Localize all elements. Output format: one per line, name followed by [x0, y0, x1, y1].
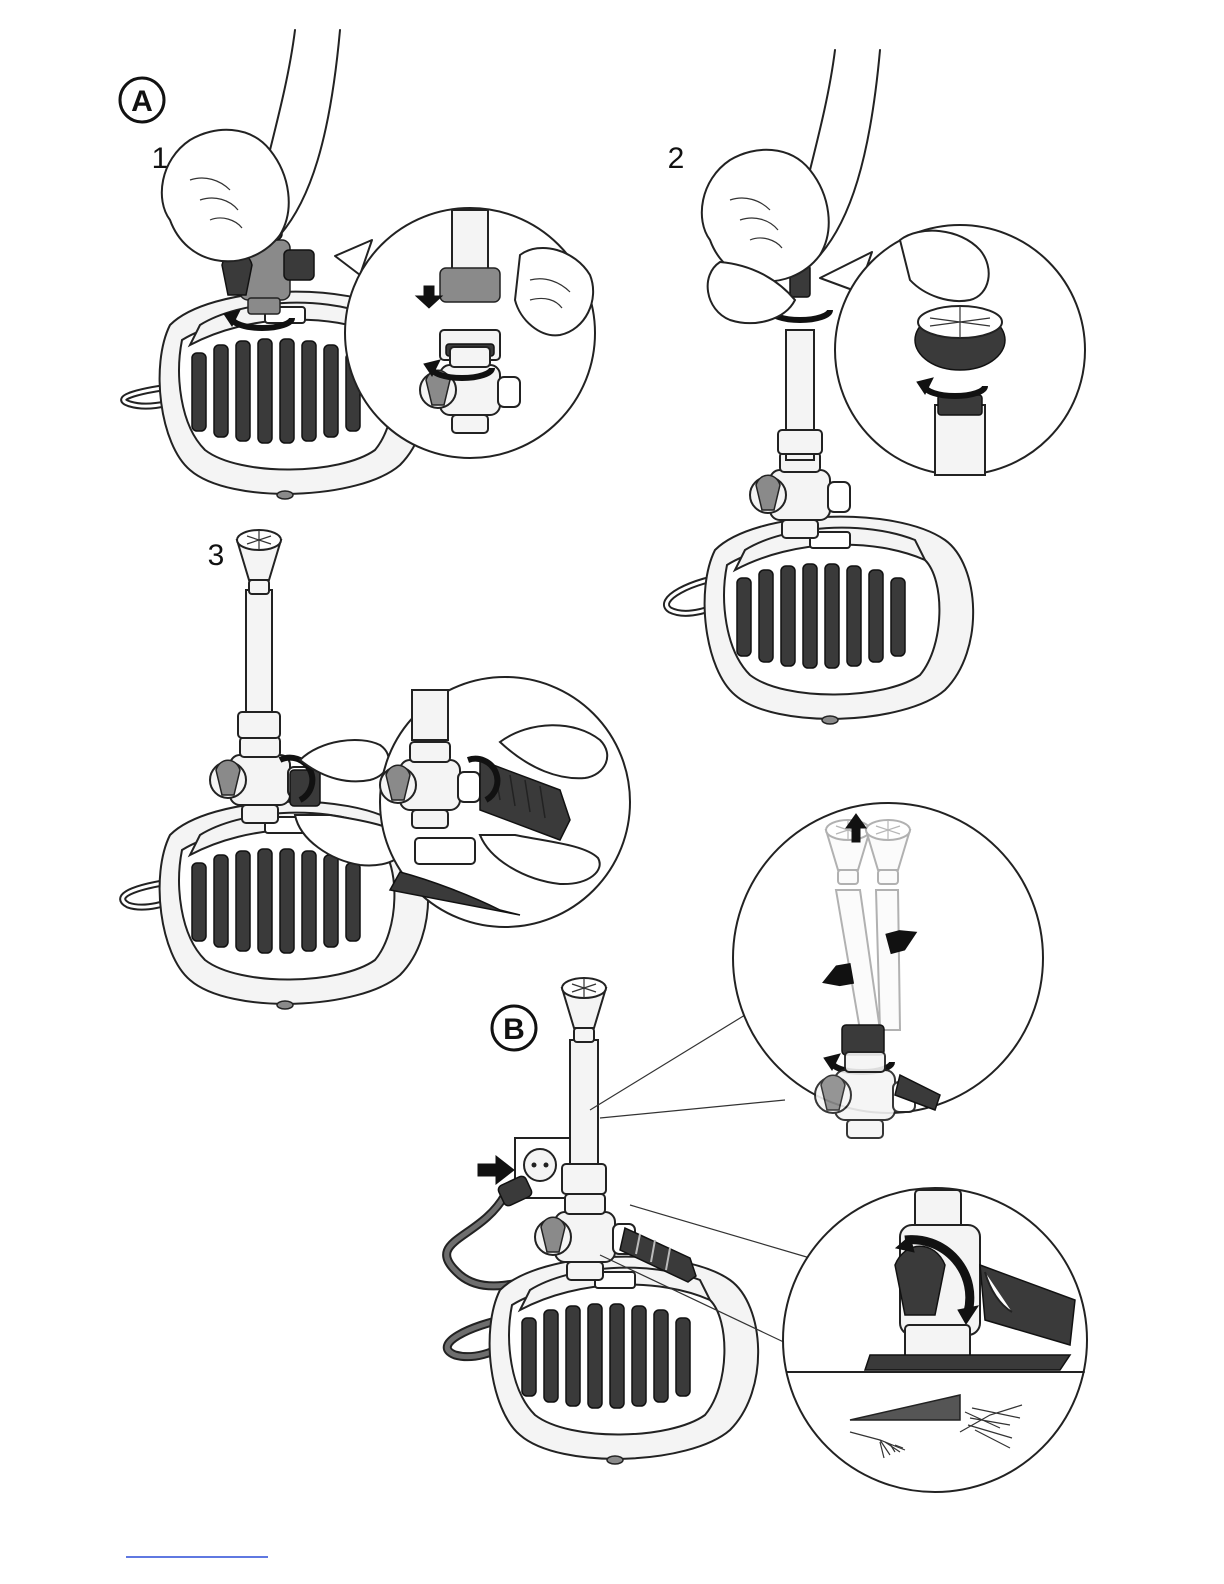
spray-nozzle-icon: [237, 530, 281, 594]
step-1: 1: [124, 30, 595, 499]
step-2: 2: [666, 50, 1085, 724]
section-b-label: B: [503, 1013, 525, 1046]
section-a-label: A: [131, 85, 153, 118]
hand-icon: [702, 50, 880, 281]
hose-adapter: [290, 770, 320, 806]
push-arrow-icon: [478, 1156, 514, 1184]
step-3-detail: [380, 677, 630, 927]
nozzle-tilt-detail: [733, 803, 1043, 1138]
flow-regulator-detail: [783, 1188, 1087, 1492]
hand-icon: [162, 30, 340, 261]
pump-icon: [490, 1257, 759, 1464]
riser-tube: [246, 590, 272, 720]
pump-icon: [705, 517, 974, 724]
section-b-assembly: [447, 978, 810, 1464]
step-2-number: 2: [668, 142, 685, 175]
section-a-badge: A: [120, 78, 164, 122]
riser-tube: [570, 1040, 598, 1170]
step-3: 3: [123, 530, 630, 1009]
section-b-badge: B: [492, 1006, 536, 1050]
step-3-number: 3: [208, 539, 225, 572]
spray-nozzle-icon: [562, 978, 606, 1042]
step-2-detail: [820, 225, 1085, 475]
